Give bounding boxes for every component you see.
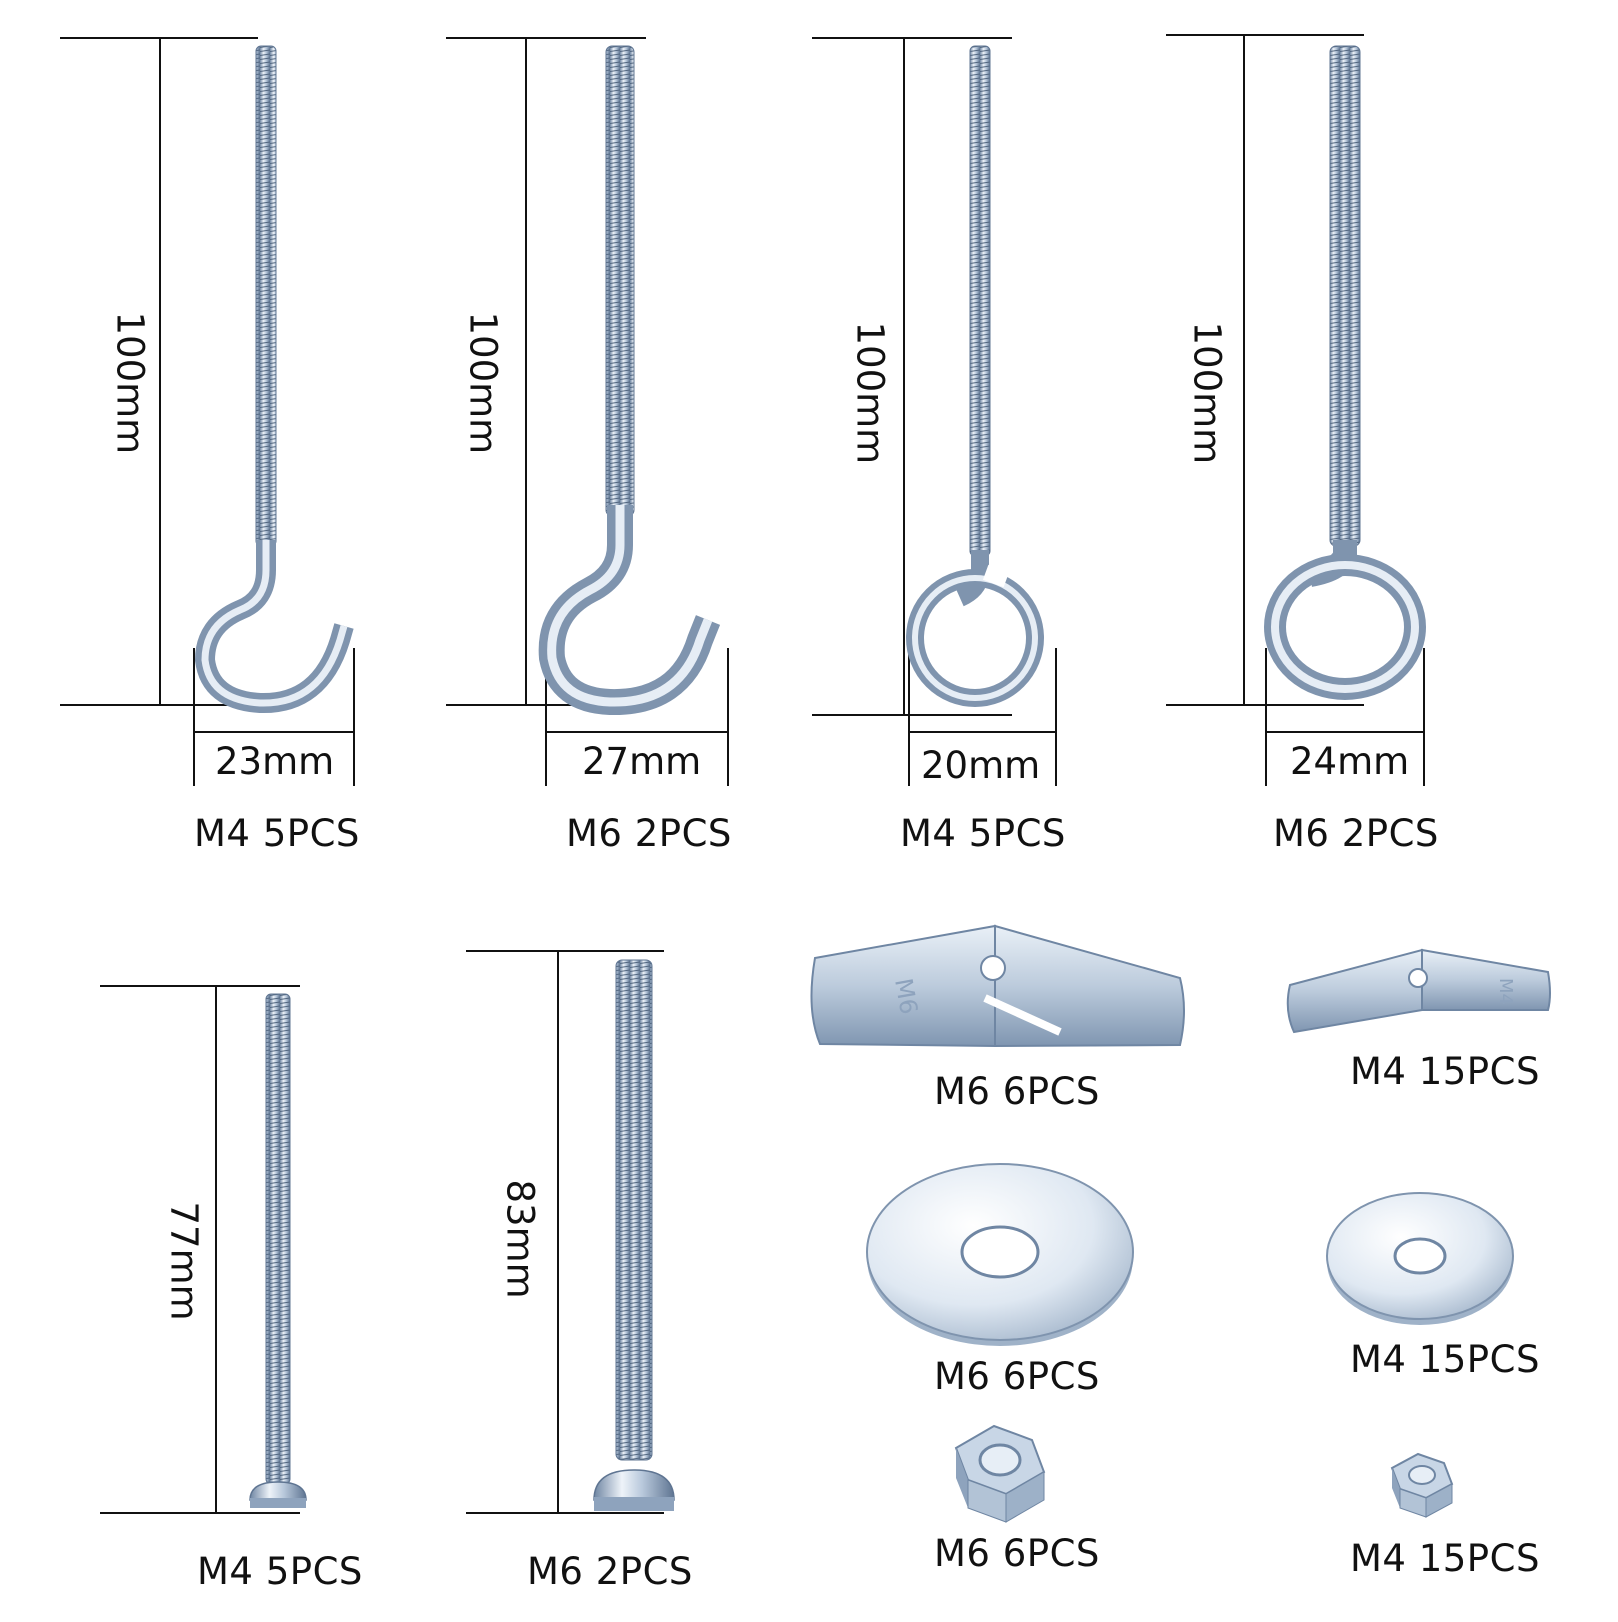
item-caption: M6 6PCS [934, 1355, 1100, 1398]
width-label: 24mm [1290, 740, 1410, 783]
item-caption: M4 5PCS [900, 812, 1066, 855]
toggle-wing-icon: M4 [1286, 948, 1551, 1034]
item-caption: M6 2PCS [1273, 812, 1439, 855]
item-caption: M4 15PCS [1350, 1338, 1540, 1381]
open-hook-icon [194, 45, 354, 714]
eye-bolt-icon [1264, 45, 1426, 700]
eye-bolt-icon [906, 45, 1044, 707]
item-caption: M4 15PCS [1350, 1537, 1540, 1580]
height-label: 83mm [498, 1179, 542, 1299]
item-caption: M4 5PCS [197, 1550, 363, 1593]
machine-screw-icon [249, 993, 307, 1508]
wing-stamp-m6: M6 [889, 976, 923, 1016]
item-caption: M6 6PCS [934, 1070, 1100, 1113]
washer-icon [1326, 1192, 1514, 1325]
wing-stamp-m4: M4 [1495, 978, 1516, 1005]
washer-icon [866, 1163, 1134, 1346]
item-caption: M4 15PCS [1350, 1050, 1540, 1093]
width-label: 27mm [582, 740, 702, 783]
height-label: 100mm [848, 321, 892, 465]
hex-nut-icon [954, 1424, 1046, 1523]
machine-screw-icon [593, 959, 675, 1511]
dimension-lines [60, 34, 1425, 1514]
height-label: 100mm [1185, 321, 1229, 465]
item-caption: M6 2PCS [566, 812, 732, 855]
hex-nut-icon [1390, 1452, 1454, 1518]
item-caption: M6 6PCS [934, 1532, 1100, 1575]
height-label: 77mm [162, 1201, 206, 1321]
height-label: 100mm [461, 311, 505, 455]
toggle-wing-icon: M6 [810, 924, 1185, 1048]
width-label: 23mm [215, 740, 335, 783]
open-hook-icon [538, 45, 721, 716]
item-caption: M4 5PCS [194, 812, 360, 855]
height-label: 100mm [108, 311, 152, 455]
width-label: 20mm [921, 744, 1041, 787]
item-caption: M6 2PCS [527, 1550, 693, 1593]
